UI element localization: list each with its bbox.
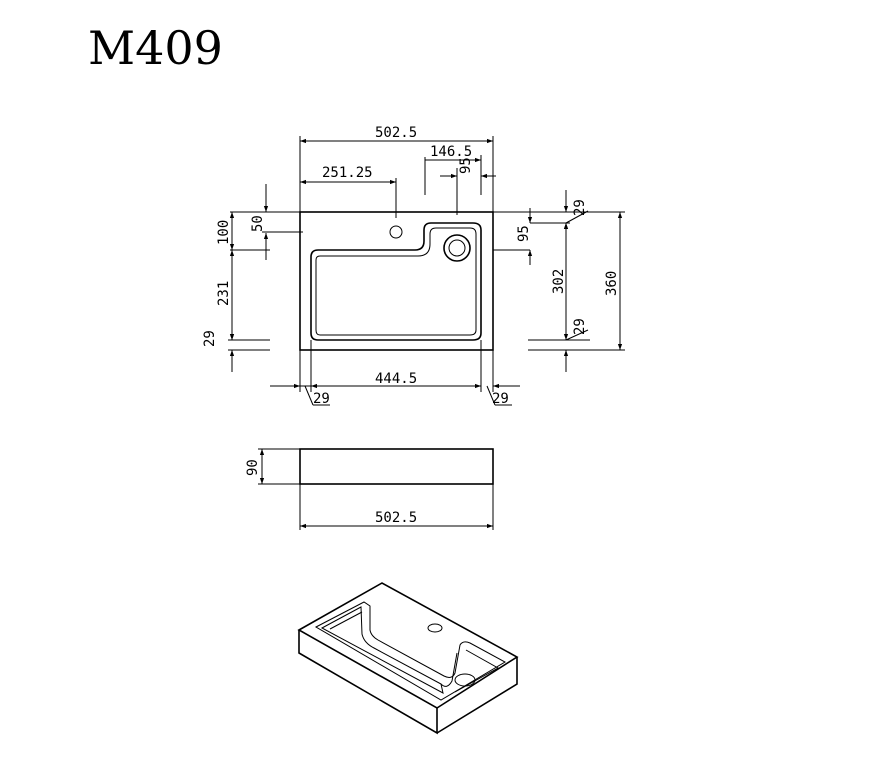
dim-bottom-left-wall: 29 (313, 391, 330, 407)
bowl-inner-edge (315, 227, 477, 336)
dim-right-top-edge: 29 (572, 199, 588, 216)
dim-right-drain: 95 (516, 225, 532, 242)
iso-drain (454, 673, 476, 687)
basin-isometric-icon (297, 582, 519, 735)
dim-right-front: 29 (572, 318, 588, 335)
dim-drain-dia: 95 (458, 157, 474, 174)
bowl-outline (310, 222, 482, 341)
iso-tap-hole (427, 623, 443, 633)
dim-side-width: 502.5 (375, 510, 417, 526)
top-view: 502.5 251.25 146.5 95 100 50 231 29 (202, 125, 625, 407)
dim-half-width: 251.25 (322, 165, 373, 181)
side-view: 90 502.5 (245, 448, 494, 530)
dim-drain-offset: 146.5 (430, 144, 472, 160)
basin-outline (299, 211, 494, 351)
drain-icon (443, 234, 471, 262)
dim-side-height: 90 (245, 459, 261, 476)
tap-hole-icon (389, 225, 403, 239)
dim-bowl-width: 444.5 (375, 371, 417, 387)
side-profile (299, 448, 494, 485)
dim-overall-width: 502.5 (375, 125, 417, 141)
dim-bottom-right-wall: 29 (492, 391, 509, 407)
dim-right-bowl: 302 (551, 269, 567, 294)
dim-left-tap-zone: 100 (216, 220, 232, 245)
dim-left-bowl: 231 (216, 281, 232, 306)
dim-overall-depth: 360 (604, 271, 620, 296)
dim-left-top-edge: 50 (250, 215, 266, 232)
model-title: M409 (88, 21, 223, 75)
dim-left-front: 29 (202, 330, 218, 347)
drain-inner (448, 239, 466, 257)
